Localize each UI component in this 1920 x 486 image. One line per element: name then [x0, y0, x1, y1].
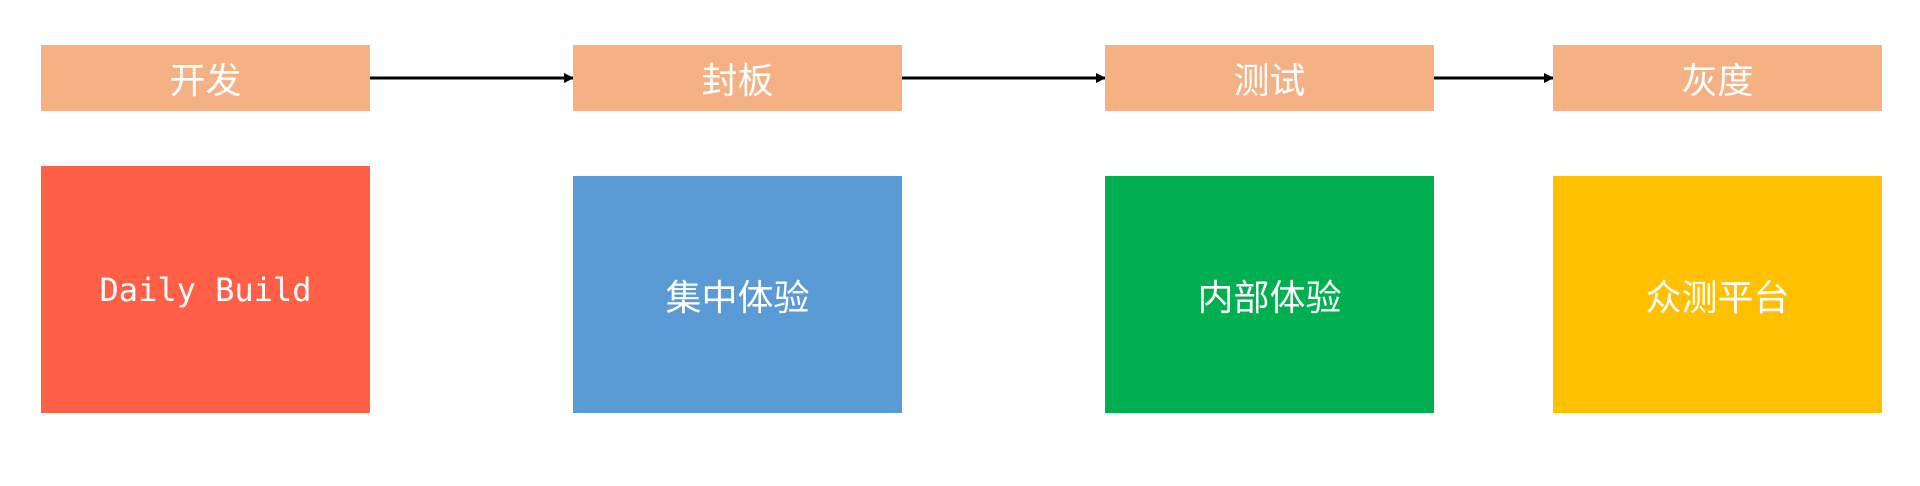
- card-centralized-experience: 集中体验: [573, 176, 902, 413]
- stage-header-label: 测试: [1233, 61, 1306, 102]
- card-label: 众测平台: [1645, 277, 1790, 319]
- stage-header-freeze: 封板: [573, 45, 902, 111]
- card-crowdtest-platform: 众测平台: [1553, 176, 1882, 413]
- stage-header-label: 开发: [169, 61, 242, 102]
- card-label: 集中体验: [665, 277, 810, 319]
- stage-header-gray: 灰度: [1553, 45, 1882, 111]
- stage-header-dev: 开发: [41, 45, 370, 111]
- card-label: Daily Build: [99, 270, 312, 309]
- stage-header-test: 测试: [1105, 45, 1434, 111]
- stage-header-label: 封板: [701, 61, 774, 102]
- stage-header-label: 灰度: [1681, 61, 1754, 102]
- card-label: 内部体验: [1197, 277, 1342, 319]
- card-internal-experience: 内部体验: [1105, 176, 1434, 413]
- card-daily-build: Daily Build: [41, 166, 370, 413]
